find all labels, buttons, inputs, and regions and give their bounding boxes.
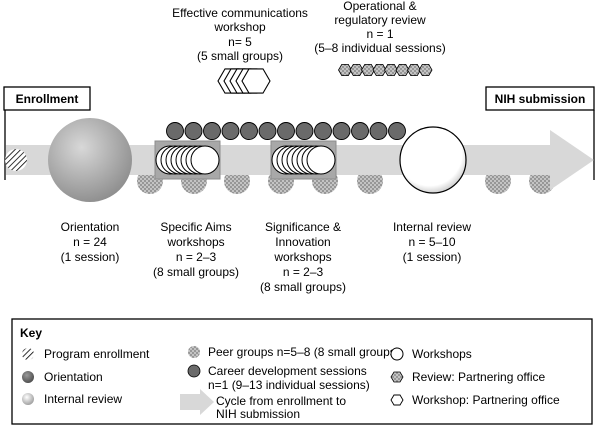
orientation-icon <box>22 371 34 383</box>
review-hexagon <box>372 64 387 76</box>
career-development-dot <box>332 122 351 140</box>
orientation-label: Orientation n = 24 (1 session) <box>61 220 120 264</box>
key-peer-groups: Peer groups n=5–8 (8 small groups) <box>208 345 400 359</box>
internal-review-label: Internal review n = 5–10 (1 session) <box>393 220 471 264</box>
review-hexagon-row <box>338 64 433 76</box>
stage-line: (1 session) <box>61 250 120 264</box>
significance-workshop-circles <box>271 145 336 175</box>
stage-line: n = 2–3 <box>176 250 217 264</box>
review-hexagon <box>407 64 421 76</box>
key-program-enrollment: Program enrollment <box>44 347 150 361</box>
stage-line: (8 small groups) <box>153 265 239 279</box>
key-workshops: Workshops <box>412 347 472 361</box>
cycle-arrow-icon <box>180 389 214 415</box>
key-orientation: Orientation <box>44 370 103 384</box>
stage-line: Orientation <box>61 220 120 234</box>
enrollment-header: Enrollment <box>3 86 91 111</box>
career-development-dot <box>203 122 221 140</box>
workshop-partnering-hex-icon <box>390 394 404 406</box>
career-development-dot <box>314 122 332 140</box>
key-title: Key <box>20 326 42 340</box>
communications-hexagon-stack <box>217 68 271 94</box>
enrollment-title: Enrollment <box>16 92 79 106</box>
career-development-dot <box>388 122 406 140</box>
workshop-circle <box>306 145 336 175</box>
stage-line: n = 5–10 <box>408 235 455 249</box>
internal-review-icon <box>22 393 34 405</box>
stage-line: workshops <box>273 250 331 264</box>
stage-line: (8 small groups) <box>260 280 346 294</box>
workshop-icon <box>390 347 404 361</box>
specific-aims-workshop-cluster <box>154 140 221 180</box>
stage-line: Significance & <box>265 220 341 234</box>
review-hexagon <box>395 64 410 76</box>
orientation-sphere <box>48 118 132 202</box>
career-development-dot <box>277 122 295 140</box>
career-development-dot <box>295 122 314 140</box>
communications-line: Effective communications <box>172 6 308 20</box>
workshop-hexagon <box>241 68 271 94</box>
stage-line: Innovation <box>275 235 330 249</box>
hatch-icon <box>22 348 34 360</box>
career-development-dot <box>166 122 184 140</box>
significance-innovation-label: Significance & Innovation workshops n = … <box>260 220 346 294</box>
peer-group-icon <box>188 346 200 358</box>
career-development-dot <box>369 122 388 140</box>
career-development-dot <box>351 122 369 140</box>
key-review-partnering: Review: Partnering office <box>412 370 546 384</box>
operational-line: Operational & <box>343 0 416 13</box>
career-development-icon <box>187 364 201 378</box>
stage-line: Specific Aims <box>160 220 231 234</box>
key-legend: Key Program enrollment Orientation Inter… <box>11 318 593 425</box>
communications-line: (5 small groups) <box>197 49 283 63</box>
key-workshop-partnering: Workshop: Partnering office <box>412 393 560 407</box>
review-hexagon <box>418 64 433 76</box>
communications-line: workshop <box>213 20 266 34</box>
specific-aims-label: Specific Aims workshops n = 2–3 (8 small… <box>153 220 239 279</box>
significance-workshop-cluster <box>270 140 337 180</box>
key-career-dev-n: n=1 (9–13 individual sessions) <box>208 378 370 392</box>
operational-line: regulatory review <box>334 13 426 27</box>
stage-line: workshops <box>166 235 224 249</box>
operational-review-label: Operational & regulatory review n = 1 (5… <box>314 0 445 55</box>
operational-line: n = 1 <box>366 27 393 41</box>
review-hexagon <box>384 64 398 76</box>
operational-line: (5–8 individual sessions) <box>314 41 445 55</box>
career-development-dot <box>258 122 277 140</box>
stage-line: (1 session) <box>403 250 462 264</box>
nih-submission-title: NIH submission <box>495 92 586 106</box>
career-development-dot <box>221 122 240 140</box>
career-development-row <box>166 122 406 140</box>
program-enrollment-marker <box>5 149 27 171</box>
review-hexagon <box>349 64 364 76</box>
stage-line: n = 24 <box>73 235 107 249</box>
review-partnering-hex-icon <box>390 371 404 383</box>
communications-workshop-label: Effective communications workshop n= 5 (… <box>172 6 308 63</box>
specific-aims-workshop-circles <box>155 145 220 175</box>
key-internal-review: Internal review <box>44 392 122 406</box>
key-career-dev: Career development sessions <box>208 364 367 378</box>
career-development-dot <box>184 122 203 140</box>
nih-submission-header: NIH submission <box>485 86 595 111</box>
key-cycle-2: NIH submission <box>216 407 300 421</box>
communications-line: n= 5 <box>228 35 252 49</box>
workshop-circle <box>190 145 220 175</box>
stage-line: n = 2–3 <box>283 265 324 279</box>
internal-review-sphere <box>399 126 467 194</box>
review-hexagon <box>361 64 375 76</box>
review-hexagon <box>338 64 352 76</box>
key-cycle: Cycle from enrollment to <box>216 394 346 408</box>
career-development-dot <box>240 122 258 140</box>
stage-line: Internal review <box>393 220 471 234</box>
